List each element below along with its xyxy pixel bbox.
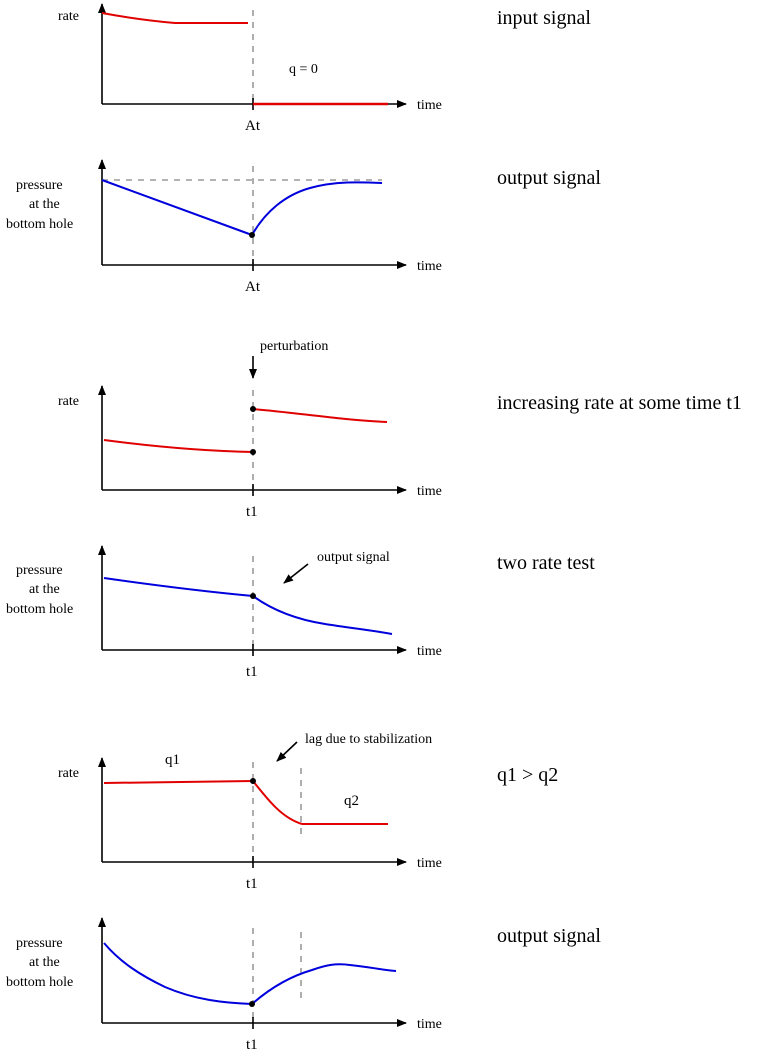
- side-label: output signal: [497, 167, 601, 189]
- x-axis-label: time: [417, 644, 442, 659]
- q2-label: q2: [344, 793, 359, 809]
- y-axis-label: rate: [58, 9, 79, 24]
- y-axis-label-line-2: at the: [29, 582, 60, 597]
- shut-in-point: [249, 232, 255, 238]
- pressure-curve-before: [103, 942, 253, 1005]
- y-axis-label-line-3: bottom hole: [6, 975, 73, 990]
- y-axis-label-line-1: pressure: [16, 178, 63, 193]
- x-axis-label: time: [417, 98, 442, 113]
- rate-change-point: [250, 778, 256, 784]
- lag-arrow: [276, 741, 298, 762]
- rate-step-start-point: [250, 449, 256, 455]
- pressure-buildup-curve: [251, 181, 383, 236]
- y-axis-label-line-2: at the: [29, 197, 60, 212]
- q1-label: q1: [165, 752, 180, 768]
- x-axis-label: time: [417, 856, 442, 871]
- y-axis-label-line-1: pressure: [16, 563, 63, 578]
- panel-input-signal: rate time At q = 0 input signal: [58, 3, 591, 134]
- panel-output-signal: pressure at the bottom hole time At outp…: [6, 159, 601, 295]
- panel-two-rate-test: pressure at the bottom hole time t1 outp…: [6, 545, 595, 680]
- y-axis-label-line-3: bottom hole: [6, 217, 73, 232]
- panel-rate-decrease: rate time t1 lag due to stabilization q1…: [58, 732, 558, 892]
- x-tick-label: t1: [246, 1037, 258, 1053]
- y-axis-label-line-3: bottom hole: [6, 602, 73, 617]
- x-tick-label: At: [245, 118, 261, 134]
- side-label: two rate test: [497, 552, 595, 574]
- rate-change-point: [250, 593, 256, 599]
- perturbation-label: perturbation: [260, 339, 328, 354]
- side-label: increasing rate at some time t1: [497, 392, 742, 414]
- y-axis-label-line-1: pressure: [16, 936, 63, 951]
- x-axis-label: time: [417, 1017, 442, 1032]
- y-axis-label: rate: [58, 394, 79, 409]
- pressure-curve-after: [252, 595, 393, 635]
- rate-curve-before: [101, 12, 248, 24]
- pressure-curve-after: [251, 963, 397, 1005]
- pressure-drawdown-curve: [101, 179, 253, 236]
- rate-curve-transition: [252, 780, 303, 825]
- x-tick-label: t1: [246, 664, 258, 680]
- x-tick-label: t1: [246, 504, 258, 520]
- rate-step-end-point: [250, 406, 256, 412]
- output-signal-label: output signal: [317, 550, 390, 565]
- y-axis-label: rate: [58, 766, 79, 781]
- x-axis-label: time: [417, 484, 442, 499]
- side-label: input signal: [497, 7, 591, 29]
- rate-change-point: [249, 1001, 255, 1007]
- panel-output-signal-2: pressure at the bottom hole time t1 outp…: [6, 917, 601, 1053]
- lag-label: lag due to stabilization: [305, 732, 432, 747]
- side-label: output signal: [497, 925, 601, 947]
- output-signal-arrow: [283, 563, 309, 584]
- x-tick-label: At: [245, 279, 261, 295]
- rate-curve-q1: [103, 780, 254, 784]
- rate-curve-before: [103, 439, 254, 453]
- x-tick-label: t1: [246, 876, 258, 892]
- rate-curve-after: [252, 408, 388, 423]
- q-zero-annotation: q = 0: [289, 62, 318, 77]
- panel-increasing-rate: rate time t1 perturbation increasing rat…: [58, 339, 742, 520]
- x-axis-label: time: [417, 259, 442, 274]
- y-axis-label-line-2: at the: [29, 955, 60, 970]
- pressure-curve-before: [103, 577, 254, 597]
- side-label: q1 > q2: [497, 764, 558, 786]
